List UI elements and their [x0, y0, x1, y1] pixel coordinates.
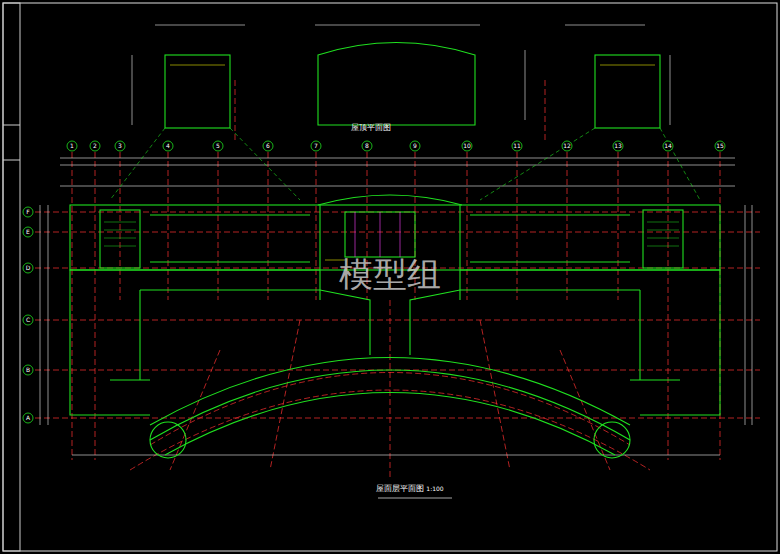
- axis-number: 3: [118, 143, 122, 149]
- drawing-title: 屋面层平面图: [376, 485, 424, 493]
- drawing-note: 1:100: [426, 486, 443, 492]
- axis-letter: B: [26, 367, 30, 373]
- axis-number: 6: [266, 143, 270, 149]
- axis-letter: E: [26, 229, 30, 235]
- axis-number: 4: [166, 143, 170, 149]
- axis-letter: F: [26, 209, 29, 215]
- axis-number: 13: [614, 143, 622, 149]
- axis-number: 15: [716, 143, 724, 149]
- axis-letter: A: [26, 415, 30, 421]
- axis-number: 9: [413, 143, 417, 149]
- drawing-note: 屋顶平面图: [351, 124, 391, 132]
- axis-number: 12: [563, 143, 571, 149]
- axis-number: 8: [365, 143, 369, 149]
- axis-letter: C: [26, 317, 30, 323]
- axis-number: 7: [314, 143, 318, 149]
- watermark: 模型组: [339, 257, 441, 291]
- axis-number: 10: [463, 143, 471, 149]
- axis-number: 1: [70, 143, 74, 149]
- axis-number: 14: [664, 143, 672, 149]
- axis-number: 5: [216, 143, 220, 149]
- axis-number: 11: [513, 143, 521, 149]
- axis-number: 2: [93, 143, 97, 149]
- axis-letter: D: [26, 265, 31, 271]
